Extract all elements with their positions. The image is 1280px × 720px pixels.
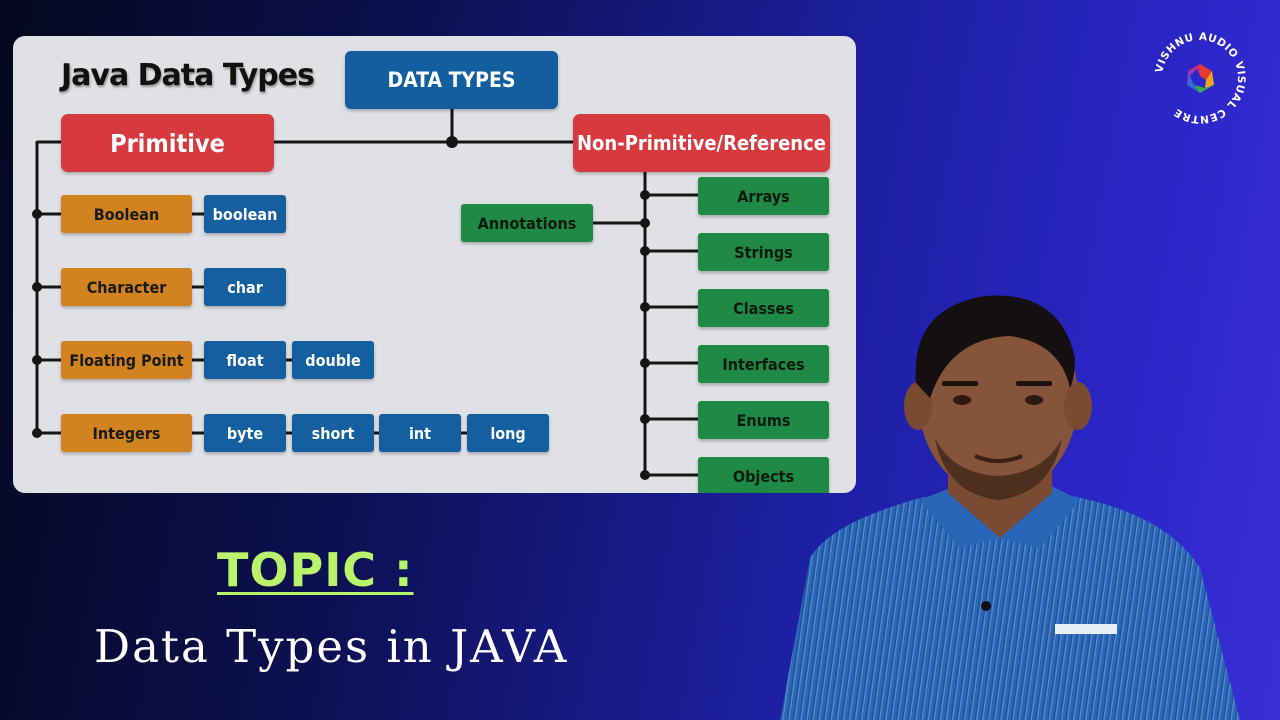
- topic-heading: TOPIC :: [217, 543, 414, 597]
- category-integers: Integers: [61, 414, 192, 452]
- type-double: double: [292, 341, 374, 379]
- type-int: int: [379, 414, 461, 452]
- reference-strings: Strings: [698, 233, 829, 271]
- diagram-panel: Java Data Types DATA TYPES Primitive Non…: [13, 36, 856, 493]
- reference-objects: Objects: [698, 457, 829, 493]
- svg-text:VISHNU AUDIO VISUAL CENTRE: VISHNU AUDIO VISUAL CENTRE: [1153, 31, 1247, 125]
- reference-arrays: Arrays: [698, 177, 829, 215]
- type-short: short: [292, 414, 374, 452]
- category-boolean: Boolean: [61, 195, 192, 233]
- presenter-photo: [780, 295, 1240, 720]
- reference-classes: Classes: [698, 289, 829, 327]
- type-byte: byte: [204, 414, 286, 452]
- category-floating-point: Floating Point: [61, 341, 192, 379]
- primitive-node: Primitive: [61, 114, 274, 172]
- reference-interfaces: Interfaces: [698, 345, 829, 383]
- type-float: float: [204, 341, 286, 379]
- data-types-root-node: DATA TYPES: [345, 51, 558, 109]
- annotations-node: Annotations: [461, 204, 593, 242]
- type-long: long: [467, 414, 549, 452]
- type-char: char: [204, 268, 286, 306]
- topic-subtitle: Data Types in JAVA: [94, 620, 569, 673]
- channel-logo: VISHNU AUDIO VISUAL CENTRE: [1153, 31, 1247, 125]
- connector-lines: [32, 108, 699, 480]
- reference-enums: Enums: [698, 401, 829, 439]
- logo-mark-icon: [1187, 64, 1214, 93]
- non-primitive-node: Non-Primitive/Reference: [573, 114, 830, 172]
- diagram-title: Java Data Types: [61, 58, 315, 93]
- type-boolean: boolean: [204, 195, 286, 233]
- category-character: Character: [61, 268, 192, 306]
